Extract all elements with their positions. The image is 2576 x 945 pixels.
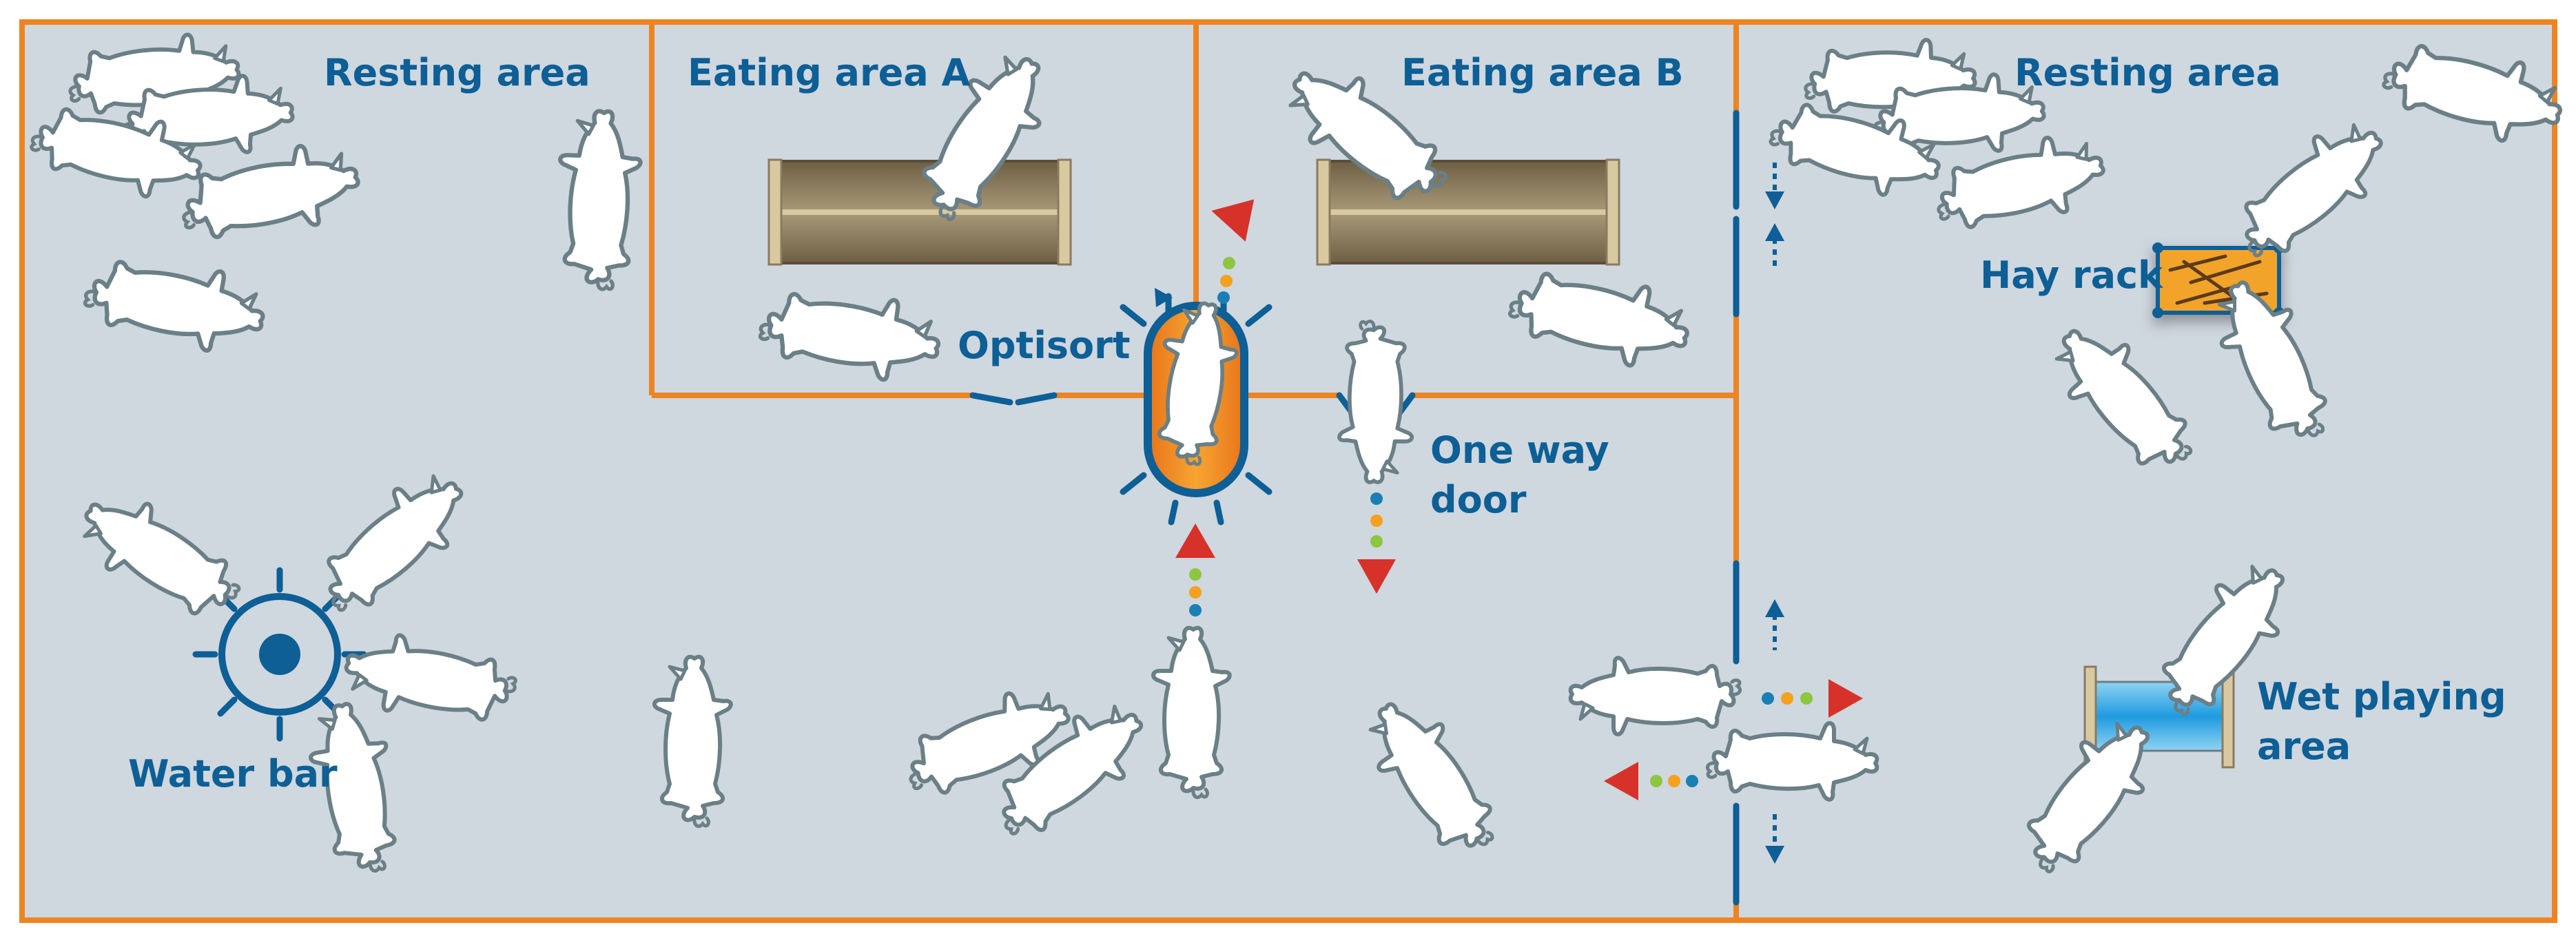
pen-floor (19, 19, 2557, 923)
label-wet-playing-1: Wet playing (2257, 675, 2506, 718)
label-hay-rack: Hay rack (1980, 253, 2163, 297)
arrow-icon (1211, 199, 1255, 242)
label-water-bar: Water bar (128, 752, 338, 796)
label-one-way-door-1: One way (1430, 428, 1609, 472)
door-direction-arrows (1765, 163, 1784, 864)
label-eating-a: Eating area A (688, 51, 970, 94)
trough-icon (1316, 158, 1620, 266)
arrow-icon (1604, 762, 1638, 800)
door-segments (969, 110, 1740, 906)
up-arrow-icon (1765, 599, 1784, 617)
label-eating-b: Eating area B (1401, 51, 1684, 94)
arrow-icon (1357, 559, 1396, 594)
down-arrow-icon (1765, 846, 1784, 864)
water-bar-icon (192, 567, 367, 742)
label-wet-playing-2: area (2257, 725, 2351, 768)
label-resting-left: Resting area (324, 51, 590, 94)
label-optisort: Optisort (958, 324, 1131, 367)
label-one-way-door-2: door (1430, 478, 1527, 521)
trough-icon (767, 158, 1072, 266)
down-arrow-icon (1765, 191, 1784, 209)
arrow-icon (1175, 523, 1215, 558)
movement-trails (1175, 199, 1863, 800)
up-arrow-icon (1765, 223, 1784, 241)
area-labels: Resting area Eating area A Eating area B… (128, 51, 2506, 796)
label-resting-right: Resting area (2015, 51, 2281, 94)
arrow-icon (1828, 679, 1863, 718)
